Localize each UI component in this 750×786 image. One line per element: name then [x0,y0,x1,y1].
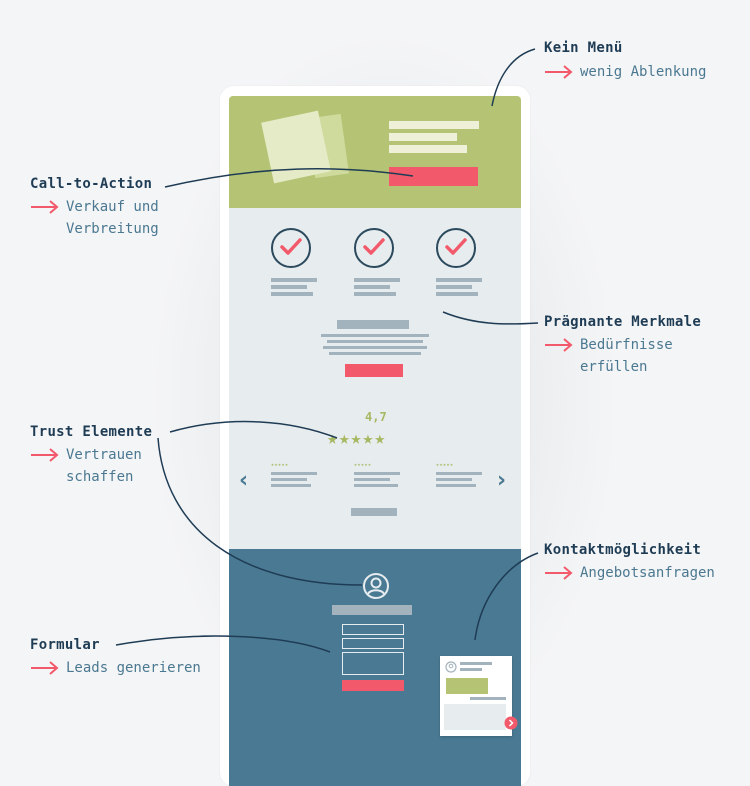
rating-value: 4,7 [365,410,387,424]
callout-features-line: Bedürfnisse [580,337,673,353]
feature-text-line [271,285,307,289]
review-text-line [271,472,317,475]
section-text-line [329,352,421,355]
hero-text-line [389,121,479,129]
features-cta-button[interactable] [345,364,403,377]
callout-trust-title: Trust Elemente [30,424,153,440]
callout-features-line: erfüllen [580,359,648,375]
review-text-line [354,472,400,475]
arrow-right-icon [31,661,59,675]
hero-section [229,96,521,208]
chat-text-line [470,697,506,700]
form-input-name[interactable] [342,624,404,635]
feature-text-line [271,292,313,296]
chat-widget[interactable] [440,656,518,736]
review-text-line [354,478,390,481]
callout-trust-line: Vertrauen [66,447,142,463]
feature-check-icon [436,228,476,268]
arrow-right-icon [31,200,59,214]
rating-stars: ★★★★★ [327,428,387,449]
send-icon[interactable] [504,716,518,730]
callout-form-title: Formular [30,637,100,653]
feature-check-icon [354,228,394,268]
section-text-line [321,334,429,337]
review-text-line [271,478,307,481]
feature-text-line [354,278,400,282]
form-submit-button[interactable] [342,680,404,691]
chat-text-line [460,668,482,671]
hero-cta-button[interactable] [389,167,478,186]
callout-connectors [115,48,539,653]
chat-input-area[interactable] [444,704,506,730]
hero-text-line [389,145,467,153]
chat-text-line [460,662,492,665]
feature-text-line [354,285,390,289]
callout-menu-line: wenig Ablenkung [580,64,707,80]
carousel-next-icon[interactable]: › [497,468,507,493]
callout-contact-line: Angebotsanfragen [580,565,715,581]
arrow-right-icon [31,448,59,462]
user-icon [363,573,389,599]
callout-cta-line: Verkauf und [66,199,159,215]
callout-form-line: Leads generieren [66,660,201,676]
callout-cta-line: Verbreitung [66,221,159,237]
arrow-right-icon [545,338,573,352]
feature-text-line [436,292,478,296]
review-text-line [436,478,472,481]
review-text-line [436,472,482,475]
features-section: 4,7 ★★★★★ ‹ › ★★★★★ ★★★★★ ★★★★★ [229,208,521,549]
hero-text-line [389,133,457,141]
review-text-line [354,484,398,487]
feature-check-icon [271,228,311,268]
feature-text-line [271,278,317,282]
callout-cta-title: Call-to-Action [30,176,153,192]
callout-menu-title: Kein Menü [544,40,623,56]
carousel-prev-icon[interactable]: ‹ [239,468,249,493]
review-stars: ★★★★★ [354,462,372,468]
section-text-line [323,346,427,349]
section-heading-bar [337,320,409,329]
user-icon [445,661,457,673]
form-heading-bar [332,605,412,615]
review-stars: ★★★★★ [271,462,289,468]
feature-text-line [436,285,472,289]
callout-trust-line: schaffen [66,469,134,485]
chat-message-bubble [446,678,488,694]
arrow-right-icon [545,566,573,580]
feature-text-line [354,292,396,296]
arrow-right-icon [545,65,573,79]
review-text-line [436,484,476,487]
review-stars: ★★★★★ [436,462,454,468]
carousel-indicator[interactable] [351,508,397,516]
form-input-message[interactable] [342,652,404,675]
section-text-line [327,340,423,343]
form-input-email[interactable] [342,638,404,649]
callout-contact-title: Kontaktmöglichkeit [544,542,702,558]
review-text-line [271,484,311,487]
feature-text-line [436,278,482,282]
callout-features-title: Prägnante Merkmale [544,314,702,330]
